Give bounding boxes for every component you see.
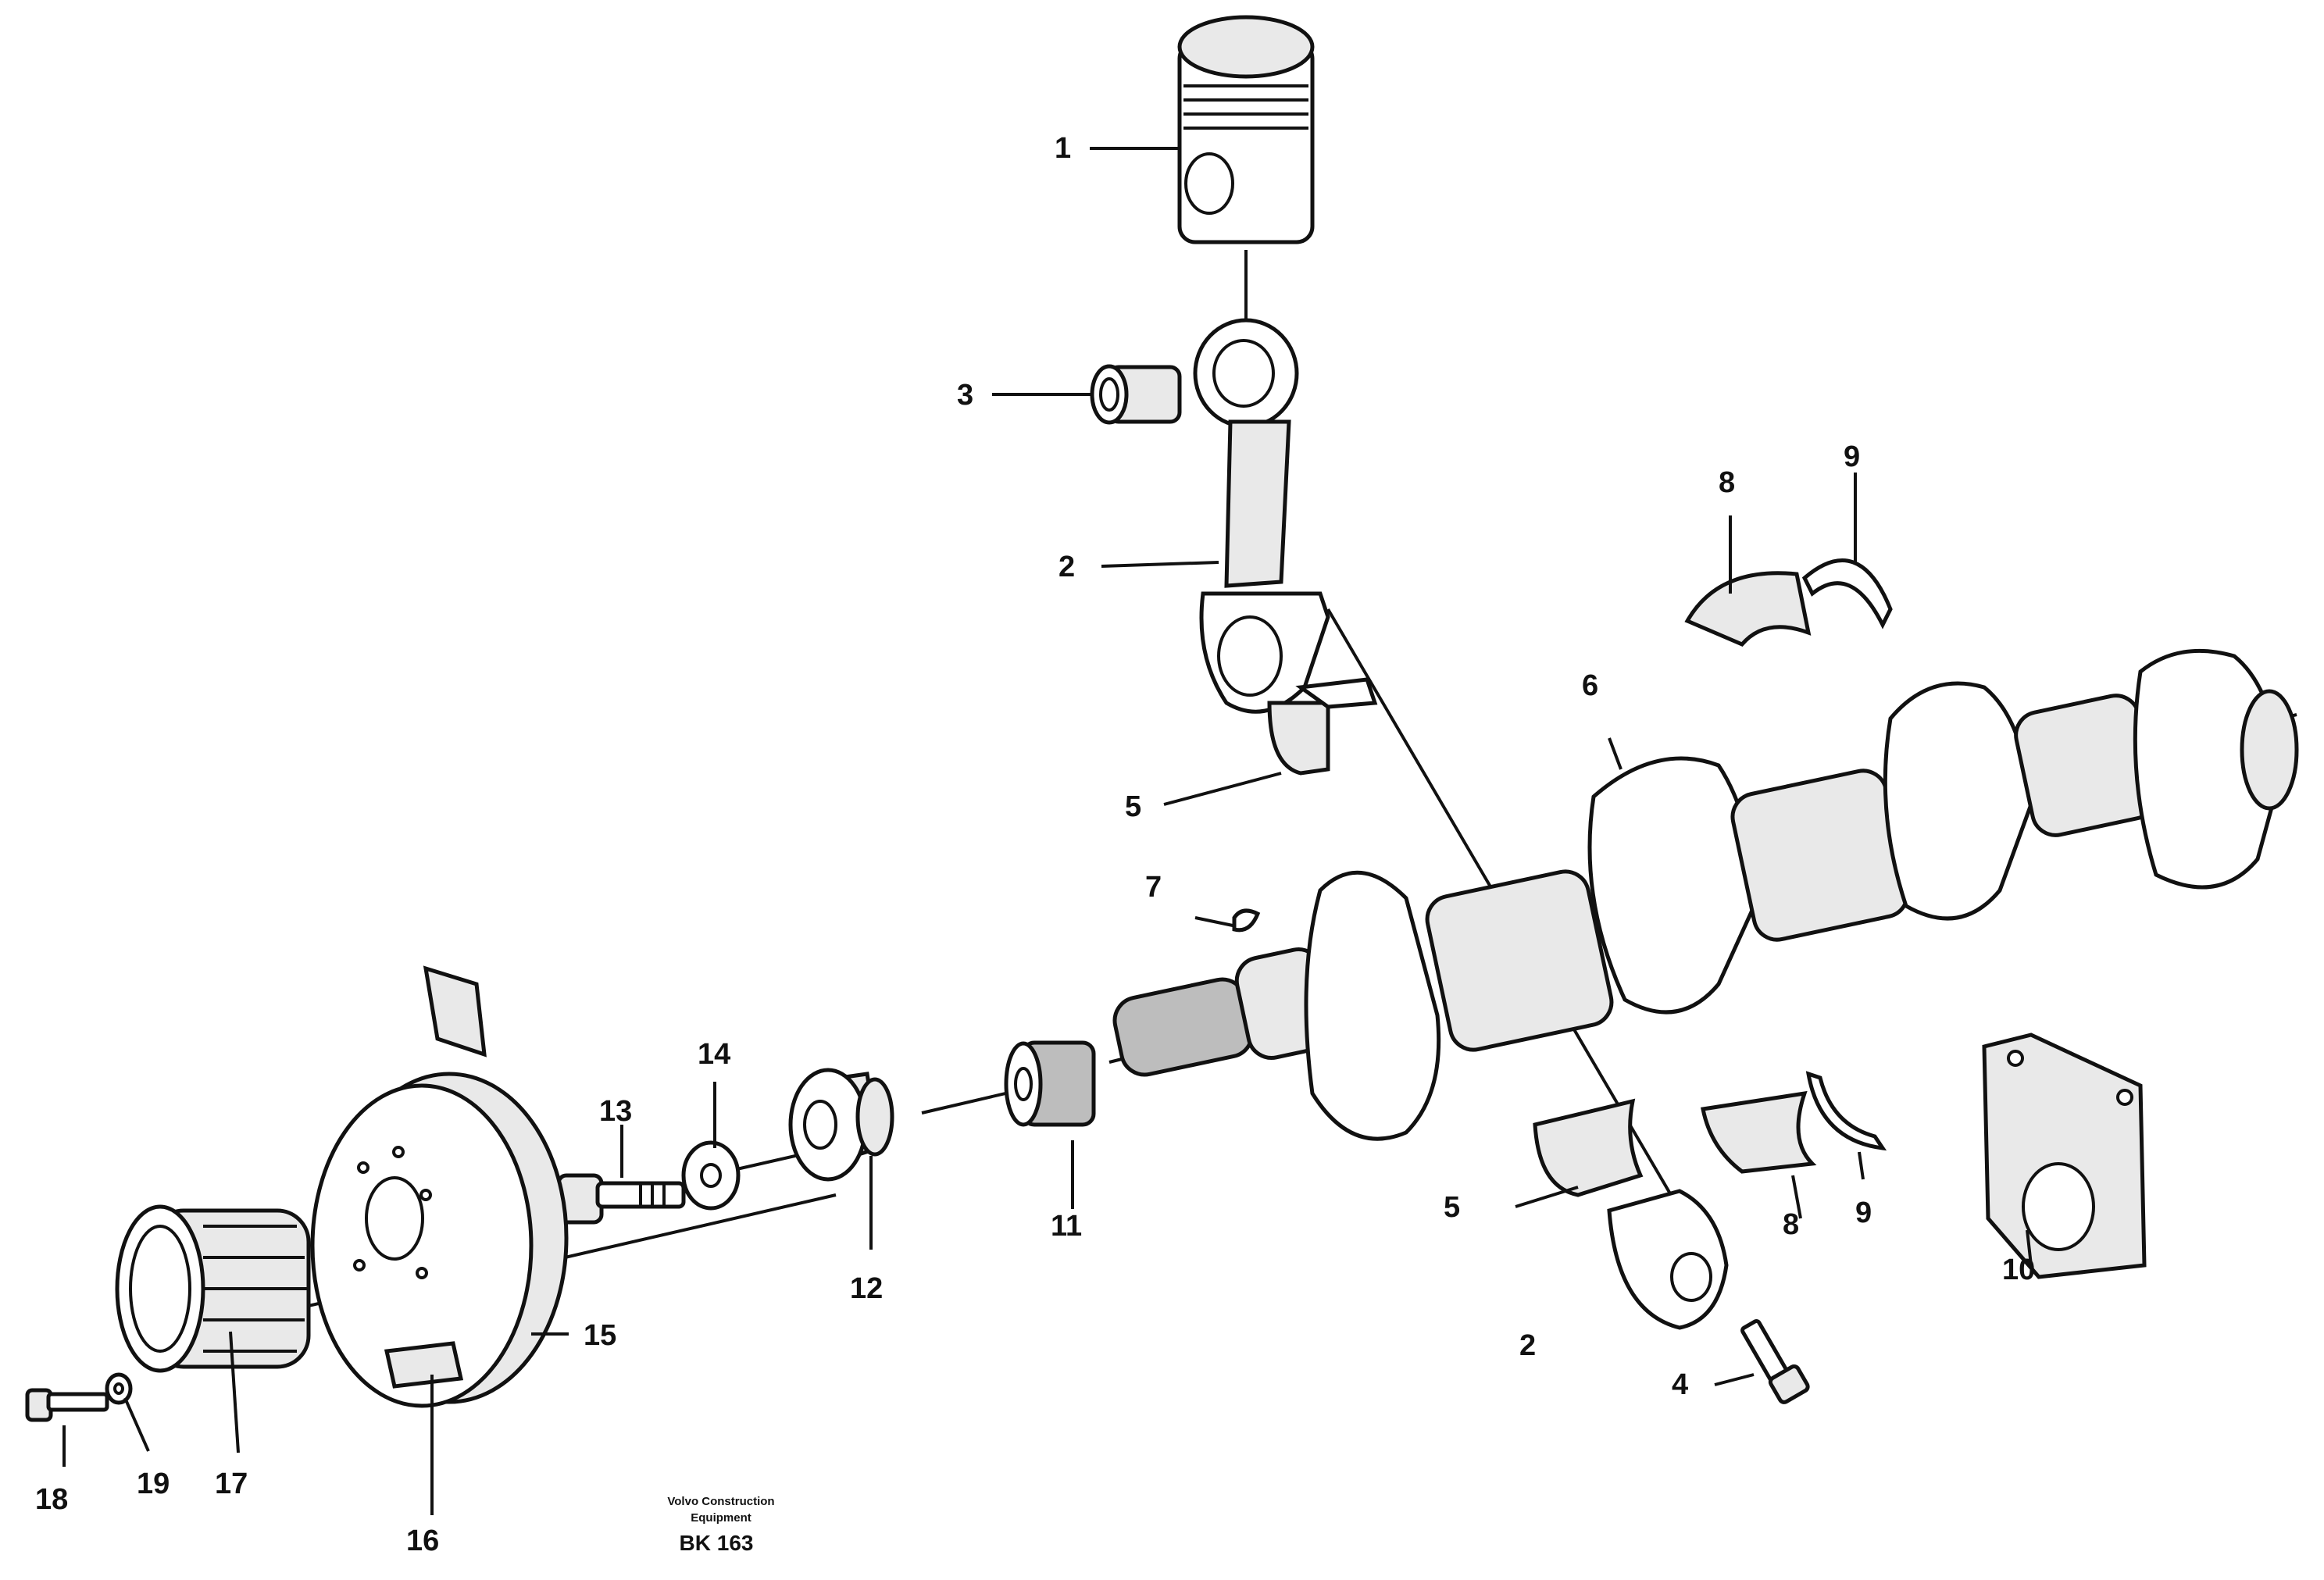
callout-17: 17	[215, 1468, 248, 1500]
connecting-rod	[1193, 318, 1330, 714]
connecting-rod-cap	[1607, 1189, 1729, 1330]
callout-labels: 1 2 2 3 4 5 5 6 7 8 8 9 9 10 11 12 13 14…	[35, 132, 2035, 1557]
figure-footer: Volvo Construction Equipment BK 163	[667, 1495, 774, 1555]
pulley-bolt	[25, 1388, 109, 1422]
crankshaft-hub	[788, 1068, 894, 1182]
callout-14: 14	[698, 1038, 730, 1071]
piston	[1177, 15, 1315, 244]
callout-7: 7	[1145, 871, 1162, 904]
rod-bolt	[1740, 1318, 1810, 1404]
washer	[681, 1140, 741, 1211]
callout-12: 12	[850, 1272, 883, 1305]
callout-8-upper: 8	[1719, 466, 1735, 499]
center-bolt	[556, 1173, 686, 1225]
callout-13: 13	[599, 1095, 632, 1128]
callout-1: 1	[1055, 132, 1071, 165]
main-bearing-cap	[1982, 1033, 2147, 1279]
publisher-line-1: Volvo Construction	[667, 1495, 774, 1508]
vibration-damper	[310, 1072, 569, 1408]
callout-8-lower: 8	[1783, 1208, 1799, 1241]
callout-6: 6	[1582, 669, 1598, 702]
callout-11: 11	[1051, 1210, 1082, 1243]
crankshaft-gear	[1004, 1040, 1096, 1127]
callout-5-lower: 5	[1444, 1191, 1460, 1224]
damper-label-plate	[384, 965, 487, 1389]
pulley-washer	[105, 1372, 133, 1405]
figure-code: BK 163	[680, 1531, 754, 1555]
leader-lines	[62, 147, 2033, 1515]
bearing-shell-thrust-upper	[1684, 571, 1812, 647]
callout-4: 4	[1672, 1368, 1688, 1401]
publisher-line-2: Equipment	[691, 1511, 751, 1525]
thrust-ring-upper	[1801, 558, 1893, 630]
bearing-shell-upper	[1267, 677, 1378, 776]
callout-16: 16	[406, 1525, 439, 1557]
callout-2-rod: 2	[1058, 551, 1075, 583]
woodruff-key	[1232, 908, 1261, 933]
callout-18: 18	[35, 1483, 68, 1516]
bearing-shell-lower-rod	[1533, 1098, 1644, 1197]
main-bearing-shell-lower	[1701, 1090, 1817, 1174]
callout-9-lower: 9	[1855, 1197, 1872, 1229]
callout-10: 10	[2002, 1254, 2035, 1286]
crankshaft	[1112, 648, 2299, 1141]
callout-19: 19	[137, 1468, 170, 1500]
bushing	[1090, 364, 1182, 425]
thrust-ring-lower	[1805, 1071, 1887, 1151]
belt-pulley	[115, 1204, 311, 1373]
callout-5-upper: 5	[1125, 790, 1141, 823]
callout-15: 15	[584, 1319, 616, 1352]
callout-9-upper: 9	[1844, 440, 1860, 473]
callout-2-cap: 2	[1519, 1329, 1536, 1362]
callout-3: 3	[957, 379, 973, 412]
